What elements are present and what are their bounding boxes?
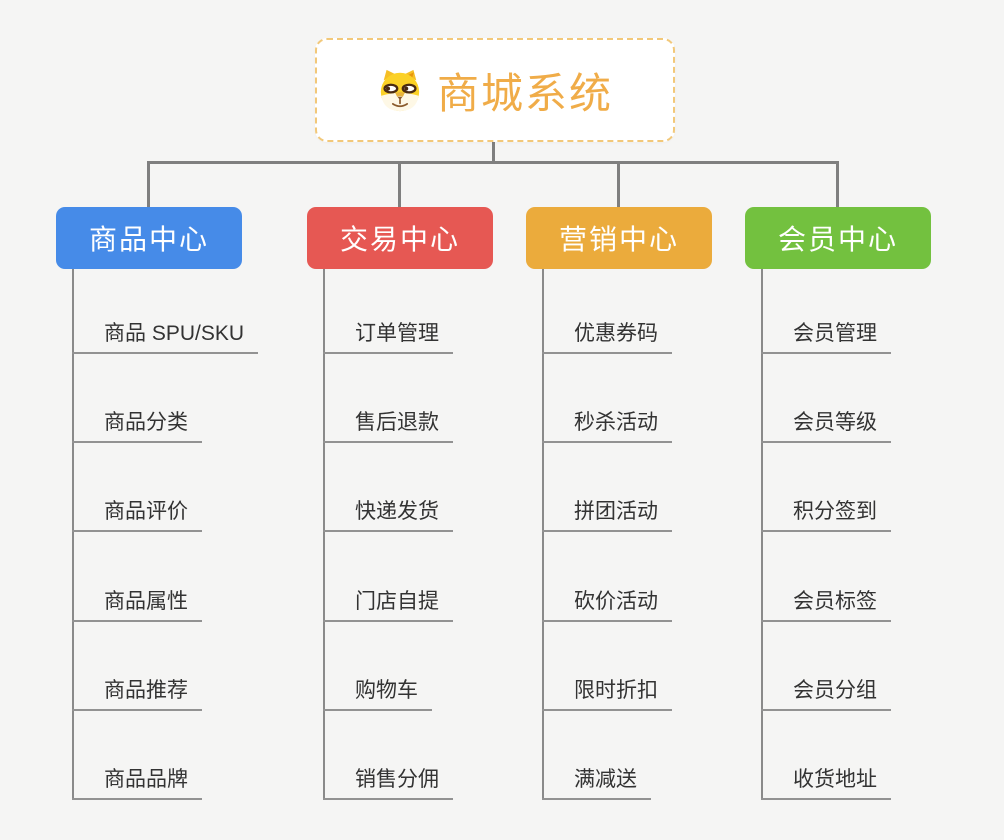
branch-node-members[interactable]: 会员中心 bbox=[745, 207, 931, 269]
child-topic[interactable]: 积分签到 bbox=[761, 496, 891, 532]
branch-node-marketing[interactable]: 营销中心 bbox=[526, 207, 712, 269]
branch-bus-connector bbox=[147, 161, 839, 164]
child-topic[interactable]: 商品属性 bbox=[72, 586, 202, 622]
root-node-label: 商城系统 bbox=[436, 69, 613, 117]
child-topic[interactable]: 会员等级 bbox=[761, 407, 891, 443]
child-topic[interactable]: 门店自提 bbox=[323, 586, 453, 622]
child-topic[interactable]: 商品品牌 bbox=[72, 764, 202, 800]
child-topic[interactable]: 砍价活动 bbox=[542, 586, 672, 622]
branch-node-trade[interactable]: 交易中心 bbox=[307, 207, 493, 269]
drop-connector-products bbox=[147, 161, 150, 207]
drop-connector-marketing bbox=[617, 161, 620, 207]
child-topic[interactable]: 商品 SPU/SKU bbox=[72, 318, 259, 354]
trunk-line-members bbox=[761, 269, 763, 800]
child-topic[interactable]: 购物车 bbox=[323, 675, 432, 711]
child-topic[interactable]: 会员标签 bbox=[761, 586, 891, 622]
trunk-line-trade bbox=[323, 269, 325, 800]
root-node[interactable]: 商城系统 bbox=[315, 38, 675, 142]
child-topic[interactable]: 商品分类 bbox=[72, 407, 202, 443]
trunk-line-products bbox=[72, 269, 74, 800]
child-topic[interactable]: 拼团活动 bbox=[542, 496, 672, 532]
child-topic[interactable]: 快递发货 bbox=[323, 496, 453, 532]
dog-face-icon bbox=[380, 69, 420, 112]
trunk-line-marketing bbox=[542, 269, 544, 800]
child-topic[interactable]: 满减送 bbox=[542, 764, 651, 800]
child-topic[interactable]: 会员管理 bbox=[761, 318, 891, 354]
child-topic[interactable]: 订单管理 bbox=[323, 318, 453, 354]
root-stem-connector bbox=[492, 140, 495, 163]
drop-connector-members bbox=[836, 161, 839, 207]
child-topic[interactable]: 会员分组 bbox=[761, 675, 891, 711]
child-topic[interactable]: 商品推荐 bbox=[72, 675, 202, 711]
drop-connector-trade bbox=[398, 161, 401, 207]
child-topic[interactable]: 销售分佣 bbox=[323, 764, 453, 800]
child-topic[interactable]: 商品评价 bbox=[72, 496, 202, 532]
child-topic[interactable]: 收货地址 bbox=[761, 764, 891, 800]
child-topic[interactable]: 售后退款 bbox=[323, 407, 453, 443]
child-topic[interactable]: 限时折扣 bbox=[542, 675, 672, 711]
child-topic[interactable]: 秒杀活动 bbox=[542, 407, 672, 443]
child-topic[interactable]: 优惠券码 bbox=[542, 318, 672, 354]
branch-node-products[interactable]: 商品中心 bbox=[56, 207, 242, 269]
